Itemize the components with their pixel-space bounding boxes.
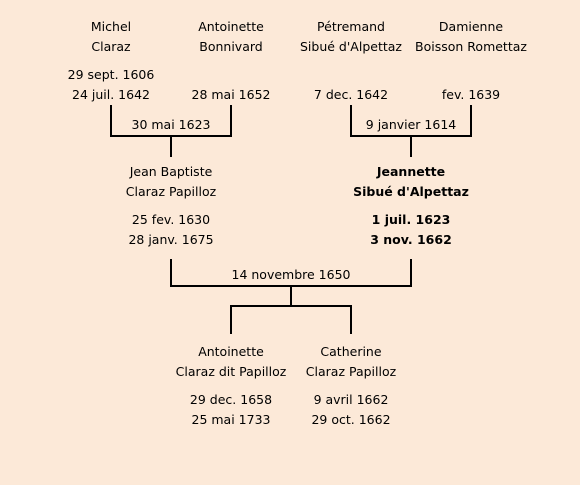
person-michel-claraz: Michel Claraz 29 sept. 1606 24 juil. 164… xyxy=(36,17,186,105)
person-birth: 25 fev. 1630 xyxy=(131,212,211,227)
person-dates: 25 fev. 1630 28 janv. 1675 xyxy=(96,210,246,250)
person-birth xyxy=(396,65,546,85)
person-damienne-boisson: Damienne Boisson Romettaz fev. 1639 xyxy=(396,17,546,105)
person-catherine-claraz: Catherine Claraz Papilloz 9 avril 1662 2… xyxy=(276,342,426,430)
person-first-name: Antoinette xyxy=(198,19,264,34)
person-dates: 28 mai 1652 xyxy=(156,65,306,105)
person-last-name: Claraz Papilloz xyxy=(125,184,217,199)
person-first-name: Antoinette xyxy=(198,344,264,359)
person-dates: 7 dec. 1642 xyxy=(276,65,426,105)
person-dates: 29 dec. 1658 25 mai 1733 xyxy=(156,390,306,430)
person-dates: fev. 1639 xyxy=(396,65,546,105)
person-antoinette-claraz: Antoinette Claraz dit Papilloz 29 dec. 1… xyxy=(156,342,306,430)
person-jeannette-focus: Jeannette Sibué d'Alpettaz 1 juil. 1623 … xyxy=(336,162,486,250)
person-last-name: Boisson Romettaz xyxy=(415,39,527,54)
person-dates: 29 sept. 1606 24 juil. 1642 xyxy=(36,65,186,105)
person-petremand-sibue: Pétremand Sibué d'Alpettaz 7 dec. 1642 xyxy=(276,17,426,105)
person-last-name: Claraz dit Papilloz xyxy=(175,364,287,379)
person-first-name: Pétremand xyxy=(317,19,385,34)
person-first-name: Jean Baptiste xyxy=(129,164,213,179)
person-death: 28 mai 1652 xyxy=(191,87,271,102)
children-bracket xyxy=(230,305,352,334)
person-last-name: Bonnivard xyxy=(199,39,263,54)
person-birth: 9 avril 1662 xyxy=(313,392,389,407)
person-birth: 29 dec. 1658 xyxy=(189,392,273,407)
person-last-name: Claraz Papilloz xyxy=(305,364,397,379)
person-last-name: Sibué d'Alpettaz xyxy=(353,184,469,199)
marriage-date-parents: 14 novembre 1650 xyxy=(231,267,351,282)
person-death: fev. 1639 xyxy=(441,87,501,102)
person-death: 7 dec. 1642 xyxy=(313,87,389,102)
person-last-name: Claraz xyxy=(91,39,131,54)
person-dates: 1 juil. 1623 3 nov. 1662 xyxy=(336,210,486,250)
person-dates: 9 avril 1662 29 oct. 1662 xyxy=(276,390,426,430)
marriage-date-left-grandparents: 30 mai 1623 xyxy=(131,117,211,132)
person-first-name: Catherine xyxy=(320,344,382,359)
person-antoinette-bonnivard: Antoinette Bonnivard 28 mai 1652 xyxy=(156,17,306,105)
person-last-name: Sibué d'Alpettaz xyxy=(300,39,402,54)
person-first-name: Damienne xyxy=(438,19,504,34)
person-death: 28 janv. 1675 xyxy=(128,232,214,247)
marriage-date-right-grandparents: 9 janvier 1614 xyxy=(365,117,457,132)
person-birth: 29 sept. 1606 xyxy=(67,67,155,82)
person-first-name: Jeannette xyxy=(376,164,446,179)
person-death: 24 juil. 1642 xyxy=(72,87,150,102)
person-death: 3 nov. 1662 xyxy=(370,232,452,247)
person-jean-baptiste: Jean Baptiste Claraz Papilloz 25 fev. 16… xyxy=(96,162,246,250)
person-death: 25 mai 1733 xyxy=(191,412,271,427)
person-first-name: Michel xyxy=(90,19,132,34)
person-death: 29 oct. 1662 xyxy=(311,412,391,427)
person-birth: 1 juil. 1623 xyxy=(371,212,451,227)
